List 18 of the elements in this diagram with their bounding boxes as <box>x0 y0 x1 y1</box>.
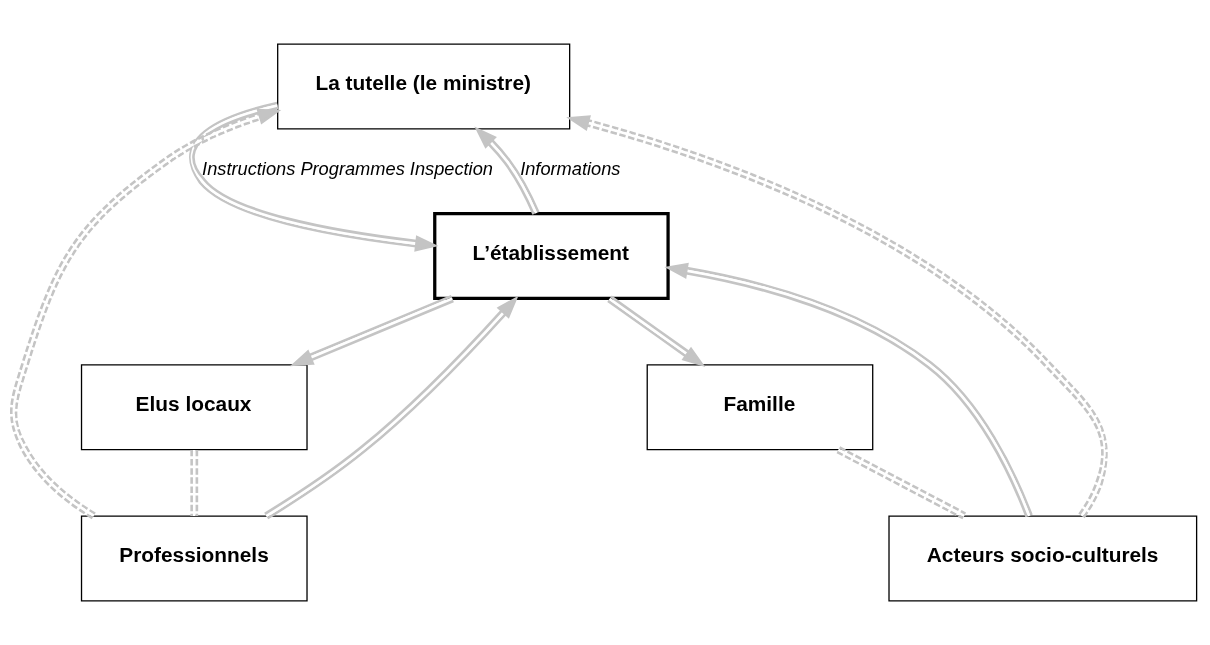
edge-label: Instructions Programmes Inspection <box>202 157 493 179</box>
node-box: Elus locaux <box>80 364 308 451</box>
node-box: L’établissement <box>433 212 670 300</box>
arrow <box>607 295 706 368</box>
node-box: Acteurs socio-culturels <box>888 515 1198 602</box>
arrow <box>264 295 519 520</box>
arrow <box>189 101 439 252</box>
arrow <box>289 294 454 367</box>
arrow <box>474 126 540 215</box>
node-box: Famille <box>646 364 874 451</box>
connector <box>836 446 967 520</box>
arrow <box>566 115 1108 519</box>
node-box: La tutelle (le ministre) <box>277 43 571 130</box>
node-box: Professionnels <box>80 515 308 602</box>
arrow <box>664 262 1033 518</box>
edge-label: Informations <box>520 157 621 179</box>
connector <box>190 449 199 516</box>
arrow <box>10 108 282 520</box>
